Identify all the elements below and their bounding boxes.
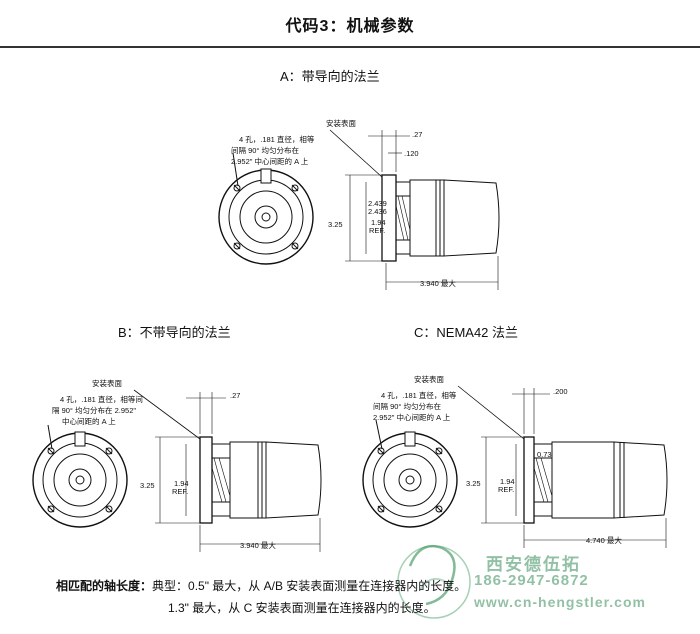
a-dim-height: 3.25	[328, 220, 343, 229]
shaft-length-label: 相匹配的轴长度：	[56, 579, 153, 593]
watermark-url: www.cn-hengstler.com	[474, 594, 646, 610]
section-b-side-view	[133, 389, 322, 552]
b-hole-note-line2: 隔 90° 均匀分布在 2.952"	[52, 405, 136, 415]
b-dim-height: 3.25	[140, 481, 155, 490]
section-c-side-view	[457, 385, 668, 548]
title-divider	[0, 46, 700, 48]
page-title: 代码3：机械参数	[285, 18, 415, 35]
b-dim-length: 3.940 最大	[240, 540, 276, 550]
c-dim-bore-1: 1.94	[500, 477, 515, 486]
c-hole-note-line3: 2.952" 中心间距的 A 上	[373, 412, 451, 422]
section-b-front-view	[32, 424, 128, 528]
b-dim-bore-2: REF.	[172, 487, 188, 496]
section-a-front-view	[218, 152, 314, 265]
a-dim-top: .27	[412, 130, 422, 139]
b-hole-note-line1: 4 孔，.181 直径，相等间	[60, 394, 143, 404]
watermark-phone: 186-2947-6872	[474, 572, 589, 589]
c-dim-length: 4.740 最大	[586, 535, 622, 545]
c-dim-height: 3.25	[466, 479, 481, 488]
a-hole-note-line3: 2.952" 中心间距的 A 上	[231, 156, 309, 166]
section-a-side-view	[329, 129, 500, 290]
a-dim-bore-2: REF.	[369, 226, 385, 235]
a-mount-surface-label: 安装表面	[326, 118, 356, 128]
dimension-labels: 安装表面 4 孔，.181 直径，相等 间隔 90° 均匀分布在 2.952" …	[52, 118, 622, 550]
c-dim-bore-2: REF.	[498, 485, 514, 494]
a-dim-pilot: .120	[404, 149, 419, 158]
shaft-length-note: 相匹配的轴长度：典型：0.5" 最大，从 A/B 安装表面测量在连接器内的长度。	[56, 576, 676, 596]
c-dim-top: .200	[553, 387, 568, 396]
b-hole-note-line3: 中心间距的 A 上	[62, 416, 116, 426]
b-dim-top: .27	[230, 391, 240, 400]
section-c-front-view	[362, 419, 458, 528]
shaft-length-line1: 典型：0.5" 最大，从 A/B 安装表面测量在连接器内的长度。	[152, 579, 467, 593]
watermark-logo-icon	[397, 544, 471, 619]
a-dim-bore-1: 1.94	[371, 218, 386, 227]
section-b-label: B：不带导向的法兰	[118, 325, 231, 340]
section-a-label: A：带导向的法兰	[280, 69, 380, 84]
a-hole-note-line1: 4 孔，.181 直径，相等	[239, 134, 315, 144]
section-c-label: C：NEMA42 法兰	[414, 325, 519, 340]
b-dim-bore-1: 1.94	[174, 479, 189, 488]
b-mount-surface-label: 安装表面	[92, 378, 122, 388]
a-dim-pilot-dia-1: 2.439	[368, 199, 387, 208]
watermark-company: 西安德伍拓	[486, 555, 581, 574]
a-dim-pilot-dia-2: 2.436	[368, 207, 387, 216]
c-dim-pilot: 0.73	[537, 450, 552, 459]
a-hole-note-line2: 间隔 90° 均匀分布在	[231, 145, 300, 155]
c-mount-surface-label: 安装表面	[414, 374, 444, 384]
c-hole-note-line1: 4 孔，.181 直径，相等	[381, 390, 457, 400]
shaft-length-line2: 1.3" 最大，从 C 安装表面测量在连接器内的长度。	[168, 601, 436, 615]
c-hole-note-line2: 间隔 90° 均匀分布在	[373, 401, 442, 411]
a-dim-length: 3.940 最大	[420, 278, 456, 288]
